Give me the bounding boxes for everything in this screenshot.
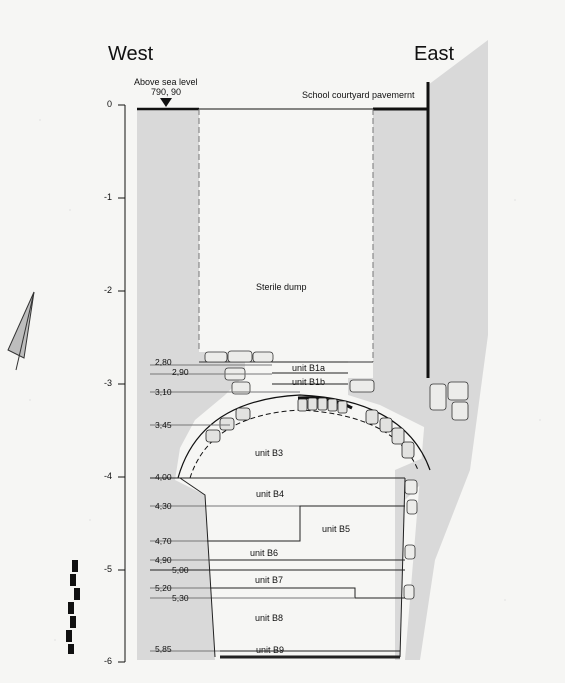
depth-label: 4,90 [155, 555, 172, 565]
datum-marker [160, 98, 172, 107]
section-shading [137, 40, 488, 660]
scale-tick: -5 [103, 564, 112, 574]
unit-label-b5: unit B5 [322, 524, 351, 534]
depth-label: 3,45 [155, 420, 172, 430]
depth-label: 4,30 [155, 501, 172, 511]
scale-tick: -4 [103, 471, 112, 481]
depth-scale [118, 104, 126, 663]
scale-tick: -6 [103, 656, 112, 666]
depth-label: 2,80 [155, 357, 172, 367]
unit-label-b6: unit B6 [250, 548, 279, 558]
unit-label-b1b: unit B1b [292, 377, 326, 387]
paper-texture [29, 119, 541, 641]
stonework [204, 350, 469, 600]
depth-label: 4,70 [155, 536, 172, 546]
reference-value: 790, 90 [151, 87, 182, 97]
unit-label-b9: unit B9 [256, 645, 285, 655]
depth-label: 5,00 [172, 565, 189, 575]
scale-tick: 0 [106, 99, 112, 109]
scale-tick: -3 [103, 378, 112, 388]
scale-tick: -2 [103, 285, 112, 295]
unit-label-b4: unit B4 [256, 489, 285, 499]
unit-label-b7: unit B7 [255, 575, 284, 585]
reference-label: Above sea level [134, 77, 198, 87]
unit-label-b1a: unit B1a [292, 363, 326, 373]
stratigraphy-lines [150, 361, 406, 659]
direction-west: West [108, 43, 154, 65]
bar-scale [66, 560, 80, 654]
depth-label: 5,85 [155, 644, 172, 654]
pit-outline [198, 109, 374, 363]
unit-label-b8: unit B8 [255, 613, 284, 623]
surface-label: School courtyard pavemernt [302, 90, 415, 100]
depth-label: 5,30 [172, 593, 189, 603]
vault-voussoirs [205, 397, 415, 459]
surface-lines [137, 82, 430, 378]
depth-label: 4,00 [155, 472, 172, 482]
depth-label: 5,20 [155, 583, 172, 593]
direction-east: East [414, 43, 455, 65]
fill-label: Sterile dump [256, 282, 307, 292]
scale-tick: -1 [103, 192, 112, 202]
north-arrow-icon [7, 291, 35, 371]
unit-label-b3: unit B3 [255, 448, 284, 458]
depth-label: 3,10 [155, 387, 172, 397]
depth-label: 2,90 [172, 367, 189, 377]
